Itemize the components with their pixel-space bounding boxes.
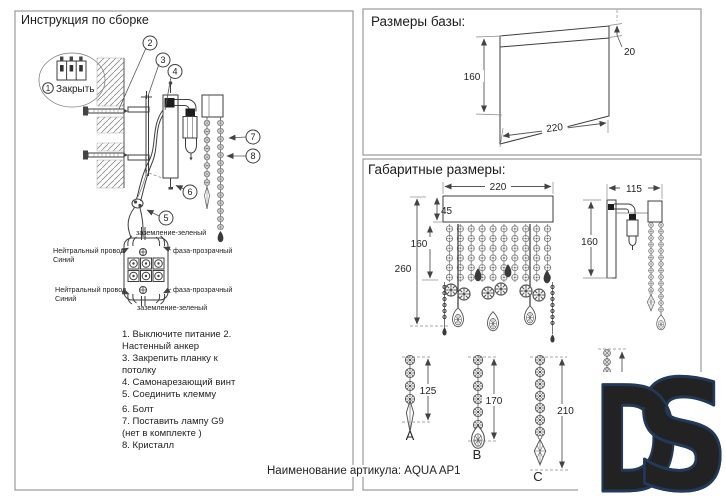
strand-b-length: 170: [486, 396, 503, 407]
step-line: 3. Закрепить планку к: [122, 353, 218, 364]
phase-label: фаза-прозрачный: [173, 285, 232, 294]
base-depth-dim: 20: [624, 47, 636, 58]
ground-symbol-icon: [139, 248, 147, 256]
side-view: 115 160: [577, 182, 666, 331]
power-wires: [127, 109, 164, 239]
side-width-dim: 115: [626, 184, 642, 195]
front-plate-dim: 45: [441, 206, 453, 217]
callout-5: 5: [158, 210, 174, 226]
front-curtain-dim: 160: [411, 239, 428, 250]
neutral-label-2: Синий: [53, 255, 74, 264]
base-dimension-drawing: 160 220 20: [461, 10, 636, 148]
callout-3: 3: [155, 52, 171, 68]
callout-8: 8: [245, 148, 261, 164]
terminal-block: [123, 227, 169, 306]
step-line: (нет в комплекте ): [122, 428, 202, 439]
crystal-rail: [201, 94, 224, 118]
assembly-steps: 1. Выключите питание 2. Настенный анкер …: [122, 329, 332, 452]
step-line: Настенный анкер: [122, 341, 200, 352]
overall-panel-title: Габаритные размеры:: [368, 162, 506, 177]
svg-text:3: 3: [160, 55, 165, 65]
crystal-strand: [656, 222, 666, 331]
ground-top-label: заземление-зеленый: [136, 228, 206, 237]
callouts: 2 3 4 5 6 7 8: [118, 35, 261, 226]
callout-7: 7: [245, 129, 261, 145]
svg-text:4: 4: [172, 67, 177, 77]
neutral-label: Нейтральный провод: [53, 246, 125, 255]
base-panel-title: Размеры базы:: [371, 14, 466, 29]
ground-symbol-icon: [139, 286, 147, 294]
left-panel-border: [14, 10, 354, 491]
wall-anchor: [83, 150, 128, 160]
strand-c-label: C: [533, 469, 542, 484]
front-view: 220 45 160 260: [391, 180, 555, 343]
callout-6: 6: [182, 184, 198, 200]
edge-strand: [550, 282, 555, 343]
wire-labels: заземление-зеленый Нейтральный провод Си…: [53, 228, 232, 312]
neutral-label-2: Синий: [55, 294, 76, 303]
step-line: 7. Поставить лампу G9: [122, 416, 224, 427]
lamp-plate: [162, 81, 179, 190]
lamp-arm-socket: [164, 98, 198, 161]
crystal-strand: [217, 117, 224, 243]
strand-c: 210 C: [530, 354, 579, 484]
brand-logo: S D: [578, 347, 726, 500]
step-line: потолку: [122, 365, 157, 376]
overall-panel-border: [362, 158, 702, 491]
step-line: 1. Выключите питание 2.: [122, 329, 232, 340]
phase-label: фаза-прозрачный: [173, 246, 232, 255]
front-total-dim: 260: [395, 264, 412, 275]
svg-text:2: 2: [147, 38, 152, 48]
crystal-strand: [203, 117, 211, 210]
callout-4: 4: [167, 64, 183, 79]
strand-a-length: 125: [420, 386, 437, 397]
circuit-breaker-icon: [56, 56, 87, 81]
wall-anchor: [83, 106, 128, 116]
callout-2: 2: [142, 35, 158, 51]
left-panel-title: Инструкция по сборке: [21, 13, 149, 27]
base-width-dim: 220: [546, 122, 564, 135]
svg-text:6: 6: [187, 187, 192, 197]
neutral-label: Нейтральный провод: [55, 285, 127, 294]
power-off-label: Закрыть: [56, 84, 95, 95]
step-line: 5. Соединить клемму: [122, 389, 217, 400]
article-name: Наименование артикула: AQUA AP1: [263, 465, 465, 477]
step-line: 6. Болт: [122, 404, 154, 415]
g9-bulb: [185, 137, 197, 161]
ground-bottom-label: заземление-зеленый: [137, 303, 207, 312]
step-line: 4. Самонарезающий винт: [122, 377, 236, 388]
svg-text:7: 7: [250, 132, 255, 142]
strand-c-length: 210: [557, 406, 574, 417]
svg-text:5: 5: [163, 213, 168, 223]
base-height-dim: 160: [464, 72, 481, 83]
front-width-dim: 220: [490, 182, 507, 193]
callout-1-number: 1: [46, 84, 51, 93]
crystal-strand: [646, 222, 656, 312]
svg-text:8: 8: [250, 151, 255, 161]
strand-a-label: A: [406, 428, 415, 443]
edge-strand: [442, 282, 447, 336]
wall-hatch: [96, 57, 125, 189]
assembly-diagram: 1 Закрыть: [38, 35, 261, 312]
side-height-dim: 160: [581, 237, 598, 248]
strand-a: 125 A: [402, 354, 440, 443]
base-panel-border: [362, 8, 702, 156]
power-off-callout: 1 Закрыть: [38, 52, 106, 108]
terminal-grid: [127, 257, 165, 282]
strand-b: 170 B: [468, 354, 506, 462]
strand-b-label: B: [473, 447, 482, 462]
step-line: 8. Кристалл: [122, 440, 175, 451]
